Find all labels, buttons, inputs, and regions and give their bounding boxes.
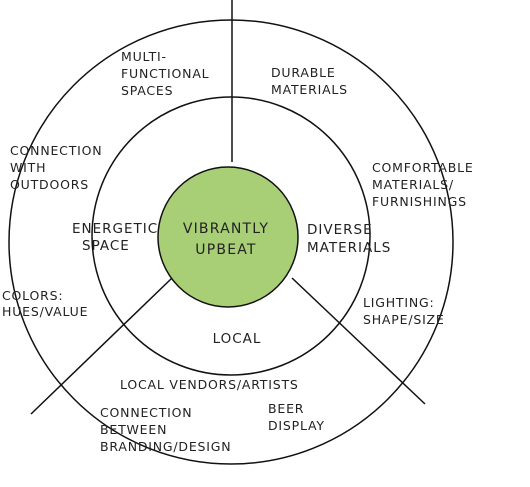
local-label: LOCAL <box>213 331 262 347</box>
middle-ring <box>91 96 371 376</box>
multi-functional-line3: SPACES <box>121 83 173 98</box>
multi-functional-line1: MULTI- <box>121 49 167 64</box>
connection-outdoors-line2: WITH <box>10 160 46 175</box>
core-circle <box>157 166 299 308</box>
diverse-materials-line1: DIVERSE <box>307 222 373 238</box>
core-label-line1: VIBRANTLY <box>183 221 269 237</box>
connection-branding-line3: BRANDING/DESIGN <box>100 439 231 454</box>
lighting-line2: SHAPE/SIZE <box>363 312 445 327</box>
colors-hues-line1: COLORS: <box>2 288 63 303</box>
durable-materials-line2: MATERIALS <box>271 82 348 97</box>
core-label-line2: UPBEAT <box>195 242 256 258</box>
lighting-line1: LIGHTING: <box>363 295 435 310</box>
divider-bottom-left <box>30 277 173 415</box>
comfortable-materials-line1: COMFORTABLE <box>372 160 474 175</box>
local-vendors-label: LOCAL VENDORS/ARTISTS <box>120 377 299 392</box>
beer-display-line1: BEER <box>268 401 304 416</box>
connection-branding-line1: CONNECTION <box>100 405 192 420</box>
energetic-space-line2: SPACE <box>82 238 130 254</box>
connection-outdoors-line3: OUTDOORS <box>10 177 89 192</box>
durable-materials-line1: DURABLE <box>271 65 336 80</box>
colors-hues-line2: HUES/VALUE <box>2 304 88 319</box>
comfortable-materials-line3: FURNISHINGS <box>372 194 467 209</box>
beer-display-line2: DISPLAY <box>268 418 325 433</box>
diverse-materials-line2: MATERIALS <box>307 240 391 256</box>
outer-ring <box>8 19 454 465</box>
multi-functional-line2: FUNCTIONAL <box>121 66 209 81</box>
connection-branding-line2: BETWEEN <box>100 422 167 437</box>
comfortable-materials-line2: MATERIALS/ <box>372 177 454 192</box>
connection-outdoors-line1: CONNECTION <box>10 143 102 158</box>
energetic-space-line1: ENERGETIC <box>72 221 158 237</box>
